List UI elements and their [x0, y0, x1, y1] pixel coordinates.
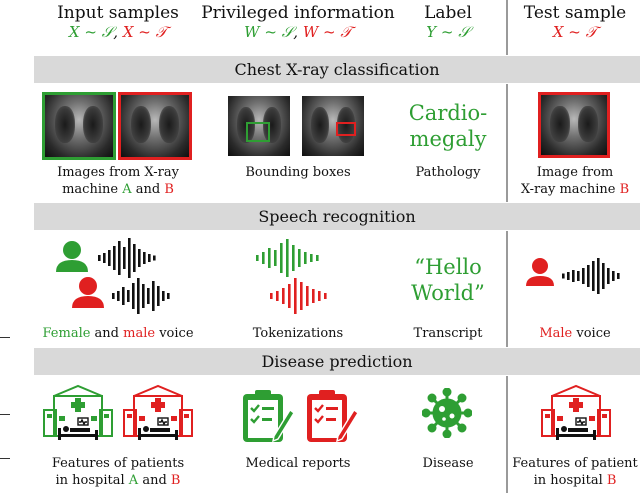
xray-image-bbox-a: [228, 96, 290, 156]
virus-icon: [422, 388, 472, 438]
caption-line: X-ray machine B: [510, 181, 640, 198]
caption-xray-label: Pathology: [415, 165, 481, 180]
header-input-samples: Input samples: [57, 3, 179, 23]
column-divider: [506, 0, 508, 55]
caption-line: Image from: [536, 165, 614, 180]
margin-tick: [0, 414, 10, 415]
caption-line: in hospital B: [510, 472, 640, 489]
label-hello-world: “Hello World”: [398, 254, 498, 306]
male-label: Male: [539, 326, 573, 341]
person-icon: [526, 258, 554, 286]
hospital-icon: [123, 384, 193, 440]
formula-test-target: X ~ 𝒯: [552, 23, 598, 41]
column-divider: [506, 376, 508, 493]
header-privileged-information: Privileged information: [201, 3, 395, 23]
column-divider: [506, 84, 508, 202]
formula-privileged-target: W ~ 𝒯: [302, 23, 352, 41]
female-label: Female: [42, 326, 91, 341]
column-divider: [506, 231, 508, 347]
caption-disease-input: Features of patients in hospital A and B: [38, 455, 198, 489]
section-title-disease: Disease prediction: [34, 348, 640, 375]
formula-label-source: Y ~ 𝒮: [426, 23, 470, 41]
header-test-sample: Test sample: [523, 3, 627, 23]
formula-privileged-source: W ~ 𝒮: [244, 23, 294, 41]
hospital-b-label: B: [170, 473, 181, 488]
caption-line: machine A and B: [38, 181, 198, 198]
waveform-icon: [256, 239, 319, 277]
waveform-icon: [562, 258, 620, 294]
hospital-b-label: B: [606, 473, 617, 488]
caption-text: in hospital: [55, 473, 129, 488]
header-label: Label: [424, 3, 472, 23]
caption-xray-privileged: Bounding boxes: [245, 165, 351, 180]
caption-text: voice: [572, 326, 611, 341]
caption-text: machine: [62, 182, 123, 197]
hospital-a-label: A: [128, 473, 139, 488]
formula-input-source: X ~ 𝒮: [68, 23, 114, 41]
hospital-icon: [43, 384, 113, 440]
xray-image-machine-a: [42, 92, 116, 160]
bounding-box-icon: [246, 122, 270, 142]
machine-b-label: B: [619, 182, 630, 197]
person-icon: [72, 277, 104, 308]
clipboard-report-icon: [307, 390, 359, 443]
label-cardiomegaly-line2: megaly: [409, 127, 487, 151]
speech-input-graphic: [56, 238, 170, 314]
caption-xray-test: Image from X-ray machine B: [510, 164, 640, 198]
male-label: male: [123, 326, 156, 341]
xray-image-bbox-b: [302, 96, 364, 156]
machine-a-label: A: [122, 182, 132, 197]
caption-text: X-ray machine: [520, 182, 620, 197]
clipboard-report-icon: [243, 390, 295, 443]
tokenization-graphic: [256, 239, 327, 314]
caption-line: Images from X-ray: [57, 165, 179, 180]
caption-text: and: [90, 326, 124, 341]
label-cardiomegaly: Cardio- megaly: [398, 100, 498, 152]
margin-tick: [0, 337, 10, 338]
machine-b-label: B: [164, 182, 174, 197]
caption-speech-privileged: Tokenizations: [252, 326, 344, 341]
caption-line: in hospital A and B: [38, 472, 198, 489]
margin-tick: [0, 458, 10, 459]
speech-test-graphic: [526, 258, 620, 294]
section-title-xray: Chest X-ray classification: [34, 56, 640, 83]
caption-line: Features of patients: [51, 456, 185, 471]
caption-text: and: [131, 182, 165, 197]
caption-speech-input: Female and male voice: [38, 325, 198, 342]
waveform-icon: [112, 278, 170, 314]
hospital-icon: [541, 384, 611, 440]
caption-text: and: [138, 473, 171, 488]
label-hello-world-line1: “Hello: [414, 255, 482, 279]
xray-image-machine-b: [118, 92, 192, 160]
waveform-icon: [98, 238, 156, 278]
caption-text: in hospital: [533, 473, 607, 488]
formula-separator: ,: [113, 23, 123, 41]
waveform-icon: [270, 278, 327, 314]
caption-line: Features of patient: [512, 456, 638, 471]
formula-input-target: X ~ 𝒯: [122, 23, 168, 41]
label-hello-world-line2: World”: [411, 281, 485, 305]
header-input-formulas: X ~ 𝒮, X ~ 𝒯: [38, 23, 198, 41]
caption-xray-input: Images from X-ray machine A and B: [38, 164, 198, 198]
label-cardiomegaly-line1: Cardio-: [408, 101, 488, 125]
caption-text: voice: [155, 326, 194, 341]
caption-disease-test: Features of patient in hospital B: [510, 455, 640, 489]
caption-speech-label: Transcript: [413, 326, 483, 341]
caption-disease-label: Disease: [422, 456, 474, 471]
caption-disease-privileged: Medical reports: [245, 456, 351, 471]
bounding-box-icon: [336, 122, 356, 136]
section-title-speech: Speech recognition: [34, 203, 640, 230]
header-privileged-formulas: W ~ 𝒮, W ~ 𝒯: [200, 23, 396, 41]
caption-speech-test: Male voice: [510, 325, 640, 342]
formula-separator: ,: [293, 23, 303, 41]
xray-image-test: [538, 92, 610, 158]
person-icon: [56, 241, 88, 272]
